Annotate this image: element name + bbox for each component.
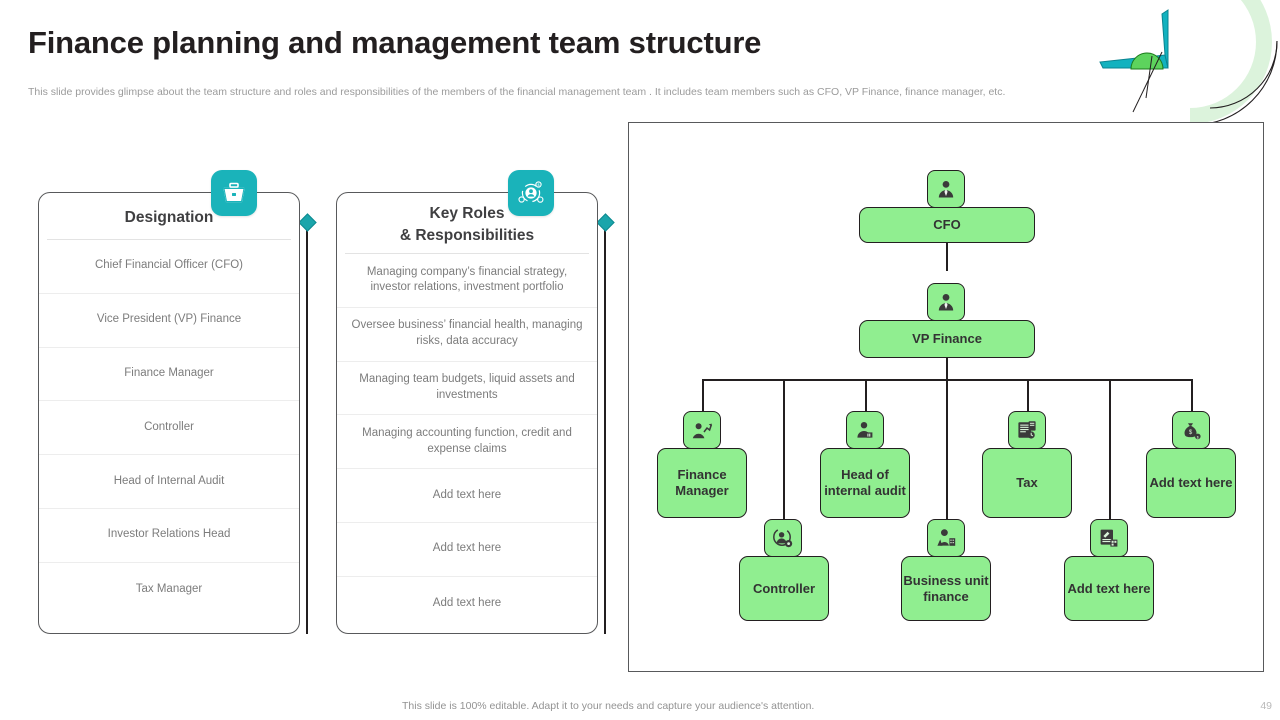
list-item[interactable]: Oversee business’ financial health, mana… [337, 308, 597, 362]
person-chart-icon [683, 411, 721, 449]
svg-text:$: $ [1189, 430, 1193, 436]
connector-drop-head-audit [865, 379, 867, 417]
connector-drop-controller [783, 379, 785, 527]
list-item[interactable]: Controller [39, 401, 299, 456]
footer-note: This slide is 100% editable. Adapt it to… [402, 700, 815, 712]
list-item[interactable]: Vice President (VP) Finance [39, 294, 299, 348]
deco-arc-inner [1209, 40, 1278, 109]
org-node-tax[interactable]: Tax [982, 448, 1072, 518]
key-roles-rows: Managing company’s financial strategy, i… [337, 254, 597, 631]
deco-needle-1 [1132, 51, 1163, 113]
list-item[interactable]: Managing team budgets, liquid assets and… [337, 362, 597, 416]
key-roles-heading-line1: Key Roles [429, 205, 505, 222]
money-bag-icon: $ $ [1172, 411, 1210, 449]
designation-header-divider [47, 239, 291, 240]
page-number: 49 [1260, 700, 1272, 712]
card-rail-diamond-designation [298, 213, 317, 232]
designation-rows: Chief Financial Officer (CFO) Vice Presi… [39, 240, 299, 617]
deco-ring-fill [1190, 0, 1272, 124]
org-node-add-text-2[interactable]: Add text here [1064, 556, 1154, 621]
org-node-business-unit-finance[interactable]: Business unit finance [901, 556, 991, 621]
key-roles-heading-line2: & Responsibilities [399, 227, 535, 244]
connector-drop-add1 [1191, 379, 1193, 417]
briefcase-icon [211, 170, 257, 216]
deco-bar-horizontal [1099, 54, 1169, 69]
document-edit-icon [1090, 519, 1128, 557]
decorative-graphic [1090, 0, 1280, 130]
org-node-controller[interactable]: Controller [739, 556, 829, 621]
svg-text:$: $ [1197, 435, 1199, 439]
card-rail-key-roles [604, 222, 606, 634]
org-node-cfo[interactable]: CFO [859, 207, 1035, 243]
designation-card: Designation Chief Financial Officer (CFO… [38, 192, 300, 634]
designation-heading-line1: Designation [124, 209, 214, 226]
list-item[interactable]: Managing accounting function, credit and… [337, 415, 597, 470]
deco-semicircle [1130, 52, 1164, 70]
org-node-add-text-1[interactable]: Add text here [1146, 448, 1236, 518]
person-audit-icon [846, 411, 884, 449]
card-rail-diamond-key-roles [596, 213, 615, 232]
key-roles-card-heading: Key Roles & Responsibilities [337, 193, 597, 253]
person-tie-icon [927, 170, 965, 208]
connector-drop-finance-manager [702, 379, 704, 417]
list-item[interactable]: Add text here [432, 596, 502, 609]
org-node-head-internal-audit[interactable]: Head of internal audit [820, 448, 910, 518]
list-item[interactable]: Finance Manager [39, 348, 299, 402]
deco-bar-vertical [1161, 9, 1169, 69]
deco-arc-outer [1192, 40, 1278, 126]
key-roles-card: Key Roles & Responsibilities Managing co… [336, 192, 598, 634]
connector-drop-tax [1027, 379, 1029, 417]
connector-cfo-to-vp [946, 236, 948, 271]
key-roles-header-divider [345, 253, 589, 254]
list-item[interactable]: Chief Financial Officer (CFO) [39, 240, 299, 294]
page-title: Finance planning and management team str… [28, 25, 762, 60]
person-gear-icon [764, 519, 802, 557]
people-group-icon [927, 519, 965, 557]
list-item[interactable]: Add text here [337, 523, 597, 577]
deco-needle-2 [1145, 55, 1153, 99]
finance-person-icon: $ [508, 170, 554, 216]
svg-text:$: $ [538, 183, 540, 187]
card-rail-designation [306, 222, 308, 634]
list-item[interactable]: Investor Relations Head [39, 509, 299, 563]
org-node-finance-manager[interactable]: Finance Manager [657, 448, 747, 518]
org-node-vp-finance[interactable]: VP Finance [859, 320, 1035, 358]
org-chart-frame: CFO VP Finance Finance Manager [628, 122, 1264, 672]
document-list-icon [1008, 411, 1046, 449]
list-item[interactable]: Managing company’s financial strategy, i… [337, 254, 597, 308]
designation-card-heading: Designation [39, 193, 299, 239]
list-item[interactable]: Tax Manager [135, 582, 203, 595]
page-subtitle: This slide provides glimpse about the te… [28, 86, 1006, 98]
connector-vp-to-bus [946, 358, 948, 380]
connector-drop-add2 [1109, 379, 1111, 527]
list-item[interactable]: Head of Internal Audit [39, 455, 299, 509]
connector-drop-business-unit [946, 379, 948, 527]
person-tie-icon [927, 283, 965, 321]
list-item[interactable]: Add text here [337, 469, 597, 523]
